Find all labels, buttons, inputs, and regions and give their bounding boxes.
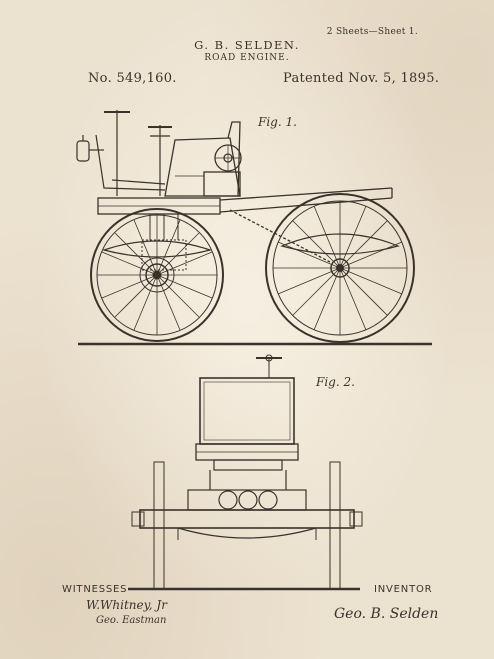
inventor-name: G. B. SELDEN. [194,38,300,52]
sheet-count: 2 Sheets—Sheet 1. [326,27,418,37]
figure-2-label: Fig. 2. [316,375,355,389]
patent-date: Patented Nov. 5, 1895. [283,71,440,86]
left-wheel-edge [153,461,165,590]
front-wheel [90,208,224,342]
steering-assembly [76,110,172,196]
witness-signature-1: W.Whitney, Jr [86,598,167,612]
figure-1-side-view [76,110,432,346]
carriage-body [164,121,242,197]
figure-2-front-view [128,354,363,591]
inventor-signature: Geo. B. Selden [334,606,439,622]
patent-number: No. 549,160. [88,71,177,86]
engine-gear [139,214,187,293]
patent-title: ROAD ENGINE. [204,53,290,63]
body-box-front [199,377,295,445]
chassis-frame [97,187,393,263]
witnesses-label: WITNESSES [62,584,128,595]
rear-wheel [265,193,415,343]
witness-signature-2: Geo. Eastman [96,615,167,626]
figure-1-label: Fig. 1. [258,115,297,129]
inventor-label: INVENTOR [374,584,433,595]
engine-cylinders [187,459,307,511]
right-wheel-edge [329,461,341,590]
front-axle [139,509,355,529]
